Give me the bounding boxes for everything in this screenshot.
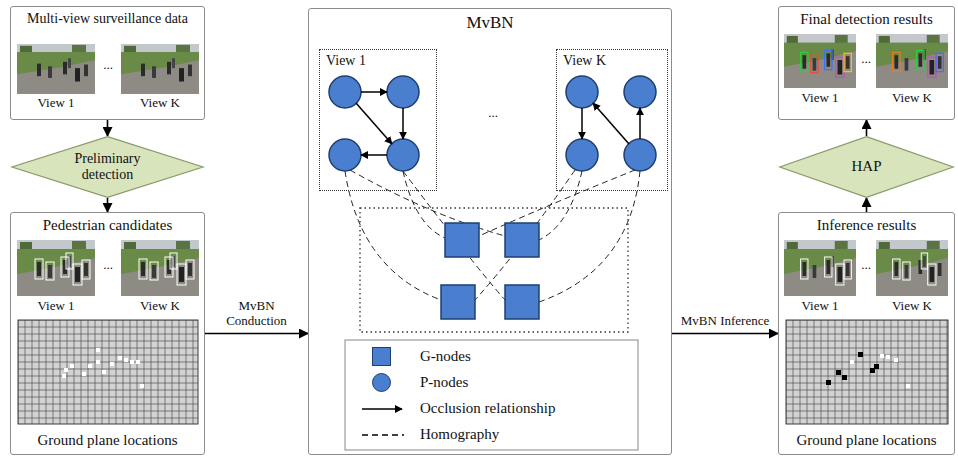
view-group: View 1 bbox=[319, 49, 437, 191]
legend-arrow-sample bbox=[362, 408, 402, 410]
square-swatch bbox=[372, 347, 391, 366]
flow-arrow bbox=[866, 120, 868, 136]
group-label: View K bbox=[563, 53, 606, 69]
process-diamond: HAP bbox=[778, 136, 955, 198]
flow-arrow bbox=[866, 198, 868, 212]
legend-text: P-nodes bbox=[420, 374, 468, 391]
view-label: ... bbox=[861, 258, 871, 273]
view-label: View 1 bbox=[37, 299, 74, 314]
box-title: Pedestrian candidates bbox=[43, 217, 173, 234]
view-label: View 1 bbox=[801, 91, 838, 106]
view-label: View K bbox=[140, 299, 180, 314]
circle-swatch bbox=[372, 373, 391, 392]
group-label: View 1 bbox=[326, 53, 366, 69]
legend-entry: Homography bbox=[360, 424, 630, 446]
edge-label: MvBN Conduction bbox=[207, 299, 306, 329]
box-title: Final detection results bbox=[800, 11, 932, 28]
p-nodes bbox=[329, 76, 656, 171]
view-label: View K bbox=[892, 91, 932, 106]
view-group: View K bbox=[556, 49, 668, 191]
legend-entry: P-nodes bbox=[360, 372, 630, 394]
box-title: MvBN bbox=[466, 13, 513, 33]
legend-entry: G-nodes bbox=[360, 346, 630, 368]
diamond-label: HAP bbox=[851, 158, 881, 175]
gnode-group bbox=[360, 208, 628, 332]
box-caption: Ground plane locations bbox=[38, 432, 178, 449]
occlusion-arrows bbox=[356, 92, 640, 155]
candidate-photos bbox=[17, 240, 199, 296]
inference-photos bbox=[784, 240, 948, 296]
flow-arrow bbox=[107, 198, 109, 212]
legend-text: G-nodes bbox=[420, 348, 471, 365]
legend-text: Homography bbox=[420, 426, 499, 443]
ground-plane-grid bbox=[18, 320, 198, 424]
legend-dash-sample bbox=[362, 434, 404, 435]
surveillance-photos bbox=[17, 44, 199, 94]
box-title: Multi-view surveillance data bbox=[27, 11, 188, 27]
view-label: View 1 bbox=[37, 96, 74, 111]
flow-arrow bbox=[205, 333, 308, 335]
view-label: View 1 bbox=[801, 299, 838, 314]
diamond-label: Preliminary detection bbox=[62, 151, 154, 183]
view-label: View K bbox=[892, 299, 932, 314]
process-diamond: Preliminary detection bbox=[10, 136, 205, 198]
flow-arrow bbox=[672, 333, 778, 335]
box-title: Inference results bbox=[817, 217, 917, 234]
result-box: Inference resultsGround plane locations bbox=[778, 212, 955, 455]
legend-text: Occlusion relationship bbox=[420, 400, 555, 417]
result-box: Pedestrian candidatesGround plane locati… bbox=[10, 212, 205, 455]
view-label: ... bbox=[861, 52, 871, 67]
flow-arrow bbox=[107, 120, 109, 136]
view-label: ... bbox=[103, 58, 113, 73]
box-caption: Ground plane locations bbox=[797, 432, 937, 449]
legend-frame bbox=[345, 340, 638, 450]
edge-label: MvBN Inference bbox=[680, 314, 770, 329]
model-box: MvBN View 1 View K bbox=[308, 8, 672, 455]
ellipsis: ... bbox=[488, 106, 498, 121]
view-label: View K bbox=[140, 96, 180, 111]
ground-plane-grid bbox=[786, 320, 948, 424]
g-nodes bbox=[441, 223, 539, 319]
homography-lines bbox=[345, 170, 640, 302]
view-label: ... bbox=[103, 258, 113, 273]
detection-photos bbox=[784, 34, 948, 88]
legend-entry: Occlusion relationship bbox=[360, 398, 630, 420]
